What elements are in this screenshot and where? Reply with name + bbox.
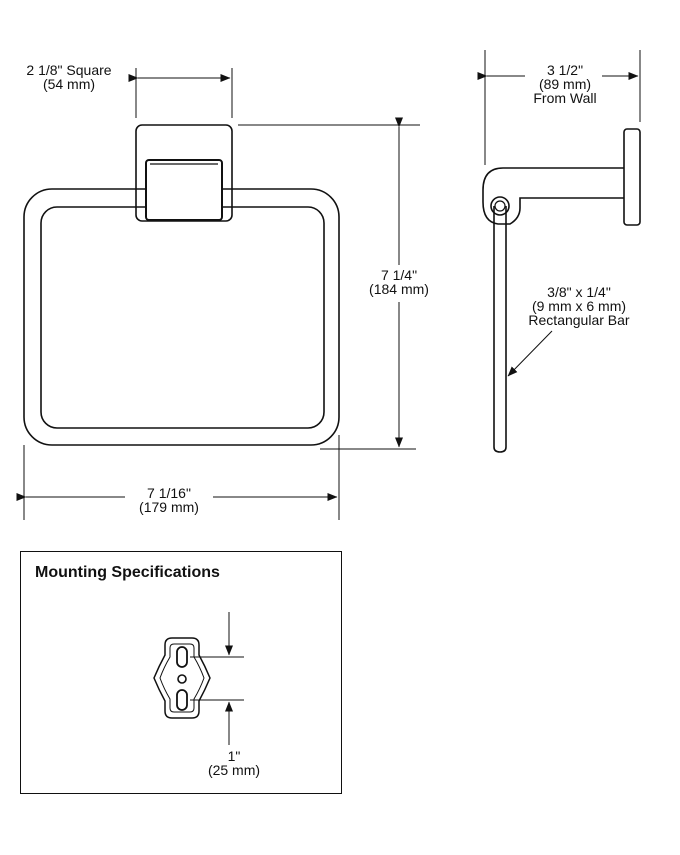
front-view (23, 124, 340, 446)
height-mm: (184 mm) (369, 281, 429, 297)
projection-mm: (89 mm) (538, 76, 592, 92)
projection-dimension (477, 50, 641, 165)
width-mm: (179 mm) (139, 499, 199, 515)
spacing-mm: (25 mm) (207, 762, 261, 778)
ring-inner (40, 206, 325, 429)
bar-size-mm: (9 mm x 6 mm) (531, 298, 627, 314)
base-width-dimension (128, 68, 233, 118)
side-wall-plate (623, 128, 641, 226)
base-width-inch: 2 1/8" Square (26, 62, 112, 78)
spacing-label: 1" (25 mm) (196, 749, 272, 777)
lower-slot (176, 689, 188, 711)
bar-type: Rectangular Bar (528, 312, 630, 328)
projection-label: 3 1/2" (89 mm) From Wall (510, 63, 620, 105)
upper-slot (176, 646, 188, 668)
center-hole (177, 674, 187, 684)
bracket-block (145, 159, 223, 221)
side-arm (482, 167, 624, 225)
width-dimension (16, 435, 340, 520)
height-label: 7 1/4" (184 mm) (352, 268, 446, 296)
base-width-label: 2 1/8" Square (54 mm) (6, 63, 132, 91)
projection-inch: 3 1/2" (546, 62, 584, 78)
bar-end (490, 196, 510, 216)
rectangular-bar (493, 206, 507, 453)
height-dimension (238, 117, 420, 450)
width-label: 7 1/16" (179 mm) (122, 486, 216, 514)
projection-note: From Wall (533, 90, 597, 106)
bar-label: 3/8" x 1/4" (9 mm x 6 mm) Rectangular Ba… (512, 285, 646, 327)
mounting-specifications-box: Mounting Specifications (20, 551, 342, 794)
bar-leader (507, 330, 553, 377)
ring-outer (23, 188, 340, 446)
bar-size-inch: 3/8" x 1/4" (547, 284, 611, 300)
spacing-inch: 1" (227, 748, 241, 764)
side-view (482, 128, 641, 453)
mounting-plate-outline (153, 637, 211, 719)
mounting-specifications-title: Mounting Specifications (35, 564, 220, 581)
base-width-mm: (54 mm) (42, 76, 96, 92)
width-inch: 7 1/16" (147, 485, 191, 501)
mounting-plate (153, 637, 211, 719)
height-inch: 7 1/4" (380, 267, 418, 283)
spacing-dimension (190, 612, 244, 745)
